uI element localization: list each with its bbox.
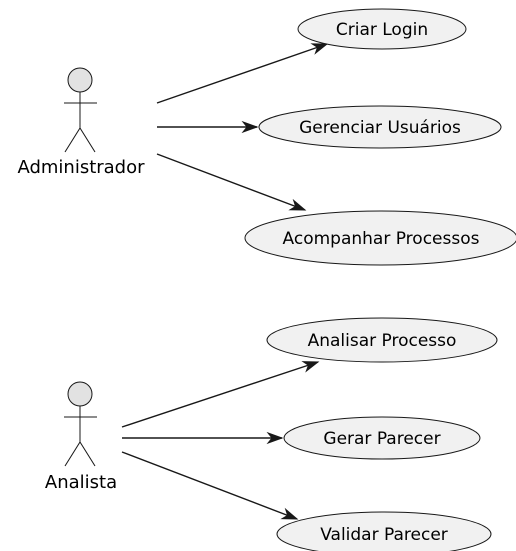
usecase-label: Acompanhar Processos bbox=[283, 229, 480, 249]
actor-figure-icon bbox=[64, 381, 97, 467]
usecase-label: Validar Parecer bbox=[320, 525, 448, 545]
arrowhead-icon bbox=[241, 120, 259, 134]
associations bbox=[121, 43, 329, 520]
arrowhead-icon bbox=[280, 507, 299, 520]
arrowhead-icon bbox=[310, 43, 329, 55]
actor-figure-icon bbox=[64, 67, 97, 153]
actor-administrador: Administrador bbox=[17, 67, 145, 178]
association-analista-validar-parecer bbox=[121, 451, 298, 520]
usecase-label: Analisar Processo bbox=[308, 331, 457, 351]
usecase-label: Criar Login bbox=[336, 20, 428, 40]
usecase-analisar-processo: Analisar Processo bbox=[266, 317, 498, 363]
usecase-label: Gerenciar Usuários bbox=[299, 118, 461, 138]
usecase-criar-login: Criar Login bbox=[297, 8, 467, 50]
actor-analista: Analista bbox=[45, 381, 117, 493]
arrowhead-icon bbox=[288, 198, 307, 211]
usecase-acompanhar-processos: Acompanhar Processos bbox=[244, 210, 516, 266]
usecase-gerenciar-usuarios: Gerenciar Usuários bbox=[258, 105, 502, 149]
actor-label: Analista bbox=[45, 472, 117, 493]
usecase-label: Gerar Parecer bbox=[323, 429, 440, 449]
arrowhead-icon bbox=[301, 361, 320, 373]
association-administrador-criar-login bbox=[156, 43, 328, 104]
actor-label: Administrador bbox=[17, 157, 145, 178]
association-administrador-acompanhar-processos bbox=[156, 153, 306, 211]
association-analista-analisar-processo bbox=[121, 361, 319, 428]
usecase-validar-parecer: Validar Parecer bbox=[276, 511, 492, 551]
usecase-gerar-parecer: Gerar Parecer bbox=[283, 416, 481, 460]
arrowhead-icon bbox=[266, 431, 284, 445]
